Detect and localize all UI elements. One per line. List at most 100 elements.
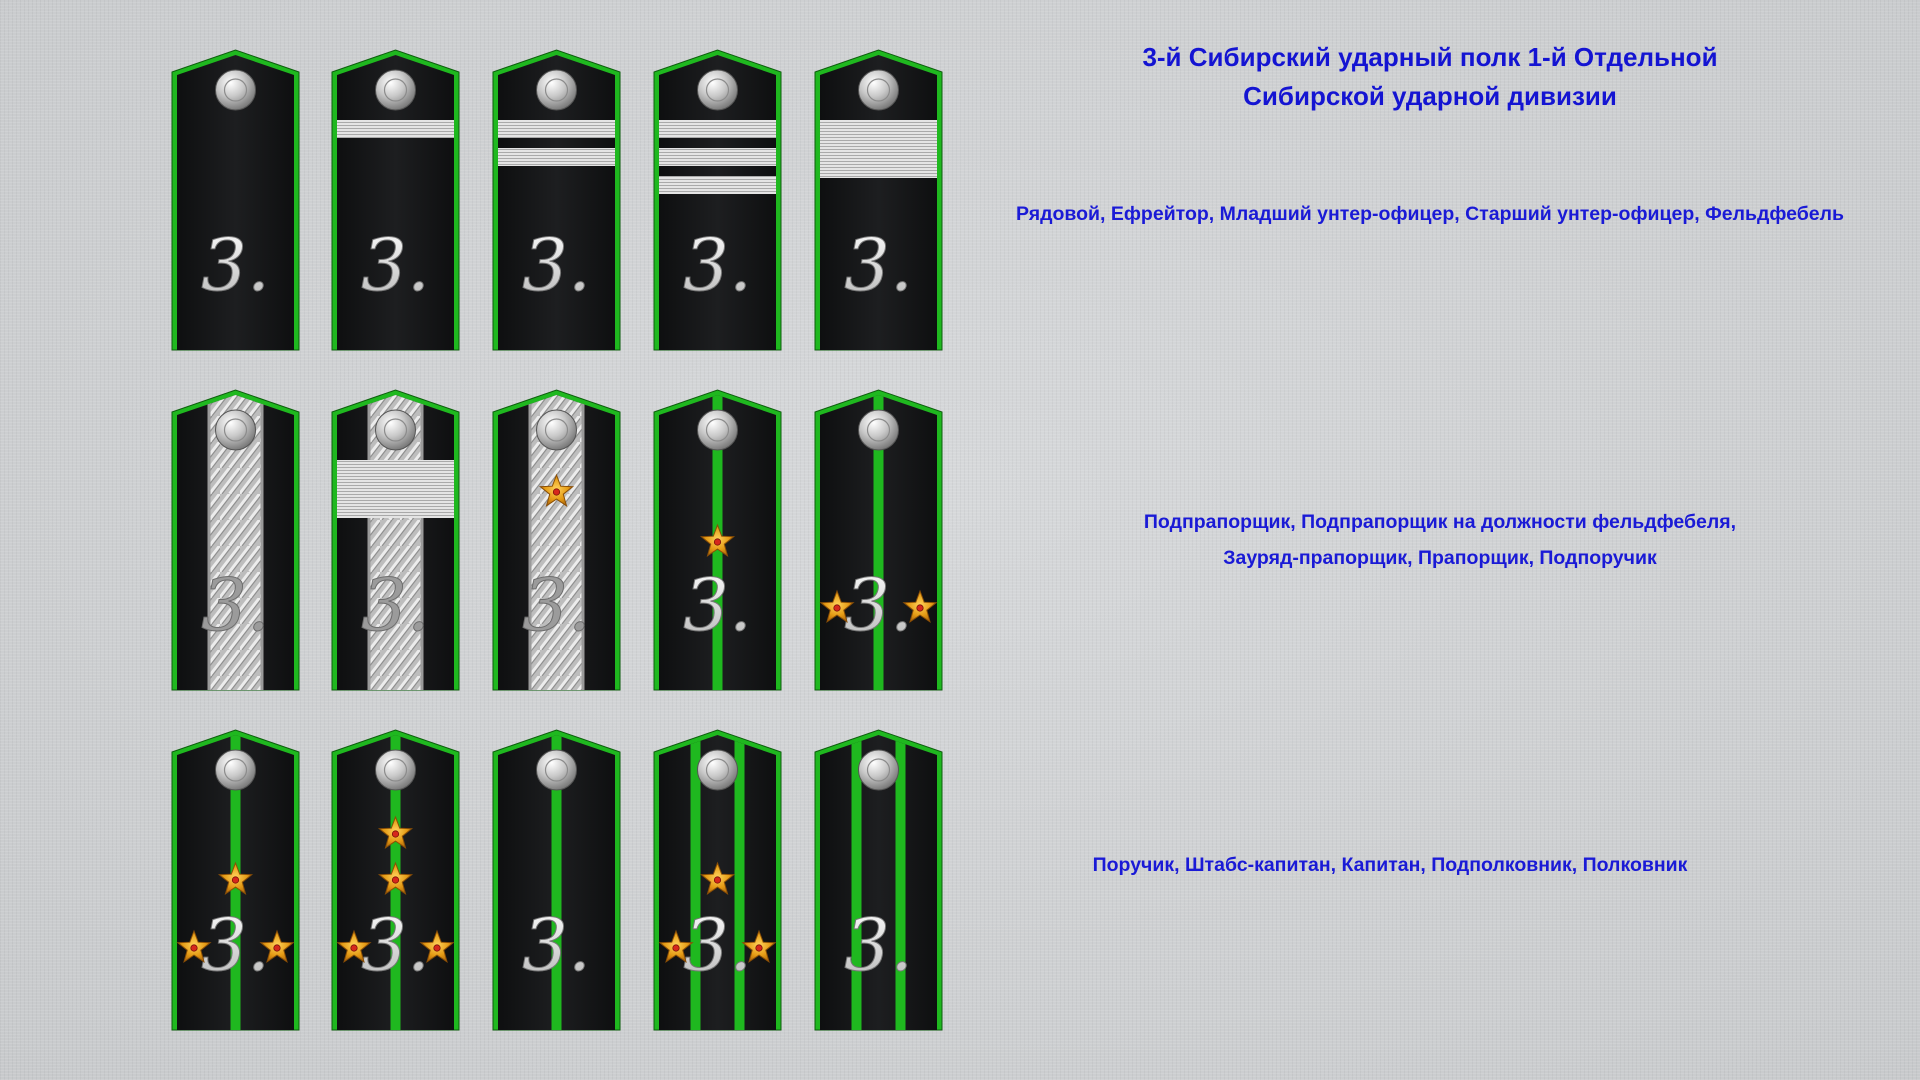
star-center (433, 944, 441, 952)
strap-inner (551, 735, 562, 1030)
strap-button-icon (536, 409, 577, 451)
clearance-stripe (851, 735, 862, 1030)
strap-button-icon (536, 69, 577, 111)
shoulder-strap: 3. (492, 729, 621, 1031)
regiment-cipher: 3. (683, 223, 752, 307)
shoulder-strap: 3. (331, 729, 460, 1031)
strap-inner (851, 735, 906, 1030)
page-title-line-2: Сибирской ударной дивизии (1243, 81, 1617, 111)
nco-stripe (498, 120, 615, 138)
star-center (231, 876, 240, 884)
caption-row-2-line-1: Подпрапорщик, Подпрапорщик на должности … (1143, 511, 1737, 533)
nco-stripe (498, 148, 615, 166)
regiment-cipher: 3. (844, 223, 913, 307)
strap-button-icon (375, 749, 416, 791)
button-eagle (544, 78, 569, 102)
button-eagle (383, 758, 408, 782)
nco-stripe (659, 120, 776, 138)
button-eagle (705, 78, 730, 102)
galloon-edge (528, 395, 532, 690)
strap-button-icon (858, 69, 899, 111)
strap-button-icon (215, 749, 256, 791)
button-eagle (705, 418, 730, 442)
clearance-stripe (873, 395, 884, 690)
button-eagle (866, 78, 891, 102)
strap-button-icon (697, 69, 738, 111)
strap-button-icon (697, 409, 738, 451)
strap-button-icon (858, 409, 899, 451)
nco-stripe (659, 176, 776, 194)
galloon-edge (207, 395, 211, 690)
button-eagle (544, 758, 569, 782)
star-center (552, 488, 561, 496)
galloon-edge (581, 395, 585, 690)
page-title-line-1: 3-й Сибирский ударный полк 1-й Отдельной (1142, 42, 1718, 72)
button-eagle (866, 418, 891, 442)
caption-row-1: Рядовой, Ефрейтор, Младший унтер-офицер,… (1000, 196, 1860, 232)
star-center (350, 944, 358, 952)
strap-inner (873, 395, 884, 690)
star-center (833, 604, 841, 612)
star-center (755, 944, 763, 952)
strap-inner (337, 395, 454, 690)
strap-field (820, 735, 937, 1030)
star-center (391, 830, 400, 838)
star-center (713, 538, 722, 546)
page-title: 3-й Сибирский ударный полк 1-й Отдельной… (1080, 38, 1780, 116)
shoulder-strap: 3. (171, 389, 300, 691)
shoulder-strap: 3. (653, 49, 782, 351)
regiment-cipher: 3. (361, 903, 430, 987)
caption-row-3: Поручик, Штабс-капитан, Капитан, Подполк… (1040, 847, 1740, 883)
button-eagle (383, 418, 408, 442)
shoulder-strap: 3. (171, 49, 300, 351)
shoulder-strap: 3. (814, 729, 943, 1031)
button-eagle (383, 78, 408, 102)
regiment-cipher: 3. (844, 903, 913, 987)
star-center (391, 876, 400, 884)
regiment-cipher: 3. (361, 563, 430, 647)
button-eagle (223, 758, 248, 782)
strap-button-icon (858, 749, 899, 791)
nco-stripe (659, 148, 776, 166)
galloon-edge (367, 395, 371, 690)
star-center (190, 944, 198, 952)
strap-inner (659, 120, 776, 194)
strap-button-icon (697, 749, 738, 791)
shoulder-strap: 3. (492, 49, 621, 351)
nco-stripe (337, 120, 454, 138)
shoulder-strap: 3. (331, 49, 460, 351)
regiment-cipher: 3. (201, 223, 270, 307)
strap-field (177, 55, 294, 350)
clearance-stripe (690, 735, 701, 1030)
shoulder-strap: 3. (492, 389, 621, 691)
caption-row-2: Подпрапорщик, Подпрапорщик на должности … (1040, 504, 1840, 576)
caption-row-2-line-2: Зауряд-прапорщик, Прапорщик, Подпоручик (1223, 547, 1657, 569)
strap-button-icon (215, 69, 256, 111)
star-center (713, 876, 722, 884)
regiment-cipher: 3. (522, 903, 591, 987)
shoulder-strap: 3. (814, 49, 943, 351)
regiment-cipher: 3. (522, 563, 591, 647)
strap-inner (820, 120, 937, 178)
strap-button-icon (375, 409, 416, 451)
star-center (916, 604, 924, 612)
shoulder-strap: 3. (814, 389, 943, 691)
regiment-cipher: 3. (683, 563, 752, 647)
regiment-cipher: 3. (844, 563, 913, 647)
caption-row-3-line-1: Поручик, Штабс-капитан, Капитан, Подполк… (1092, 854, 1688, 876)
shoulder-strap: 3. (171, 729, 300, 1031)
button-eagle (544, 418, 569, 442)
wide-nco-stripe (820, 120, 937, 178)
regiment-cipher: 3. (201, 903, 270, 987)
clearance-stripe (895, 735, 906, 1030)
star-center (273, 944, 281, 952)
galloon-edge (260, 395, 264, 690)
regiment-cipher: 3. (683, 903, 752, 987)
shoulder-strap: 3. (653, 389, 782, 691)
strap-button-icon (375, 69, 416, 111)
strap-inner (690, 735, 745, 1030)
strap-inner (498, 120, 615, 166)
wide-nco-stripe (337, 460, 454, 518)
shoulder-strap: 3. (331, 389, 460, 691)
